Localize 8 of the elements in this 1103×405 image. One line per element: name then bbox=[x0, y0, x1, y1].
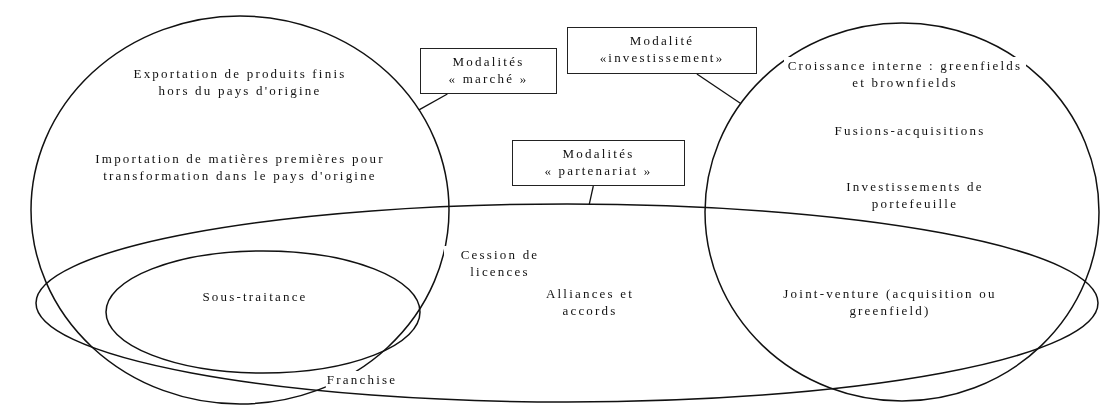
category-box: Modalité «investissement» bbox=[567, 27, 757, 74]
category-box: Modalités « partenariat » bbox=[512, 140, 685, 186]
category-box: Modalités « marché » bbox=[420, 48, 557, 94]
leader-line bbox=[588, 185, 594, 205]
oval-outline bbox=[105, 250, 421, 374]
leader-line bbox=[696, 73, 742, 105]
leader-line bbox=[418, 93, 449, 111]
oval-outline bbox=[30, 15, 450, 405]
